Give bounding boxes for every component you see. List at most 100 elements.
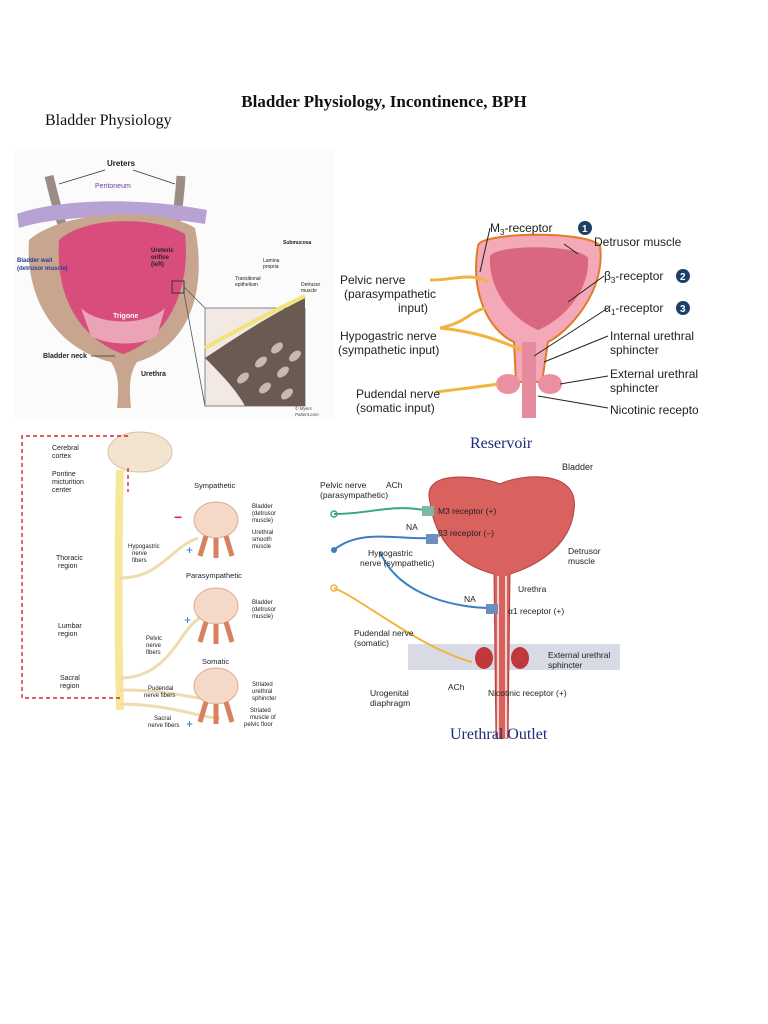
label-bladder-neck: Bladder neck [43, 353, 87, 360]
label-ureteric-1: Ureteric [151, 248, 174, 254]
label-external-sphincter-2: sphincter [610, 381, 659, 395]
label-cerebral-1: Cerebral [52, 445, 79, 452]
label-urogenital-2: diaphragm [370, 698, 410, 708]
label-urogenital-1: Urogenital [370, 688, 409, 698]
hypogastric-fibers [119, 536, 199, 580]
label-urethra: Urethra [141, 371, 166, 378]
label-bladder-1: Bladder [252, 504, 273, 510]
label-bladder-b-1: Bladder [252, 600, 273, 606]
label-ureteric-2: orifice [151, 255, 170, 261]
label-pelvic-nerve-3: input) [398, 301, 428, 315]
pudendal-nerve-line [333, 587, 473, 663]
label-pelvic-nerve-2: (parasympathetic [344, 287, 436, 301]
label-detrusor-1: Detrusor [301, 282, 321, 288]
sign-minus: − [174, 509, 182, 525]
label-somatic: Somatic [202, 657, 229, 666]
label-pelvic-2: nerve [146, 643, 162, 649]
label-transitional-1: Transitional [235, 276, 261, 282]
label-urethra: Urethra [518, 584, 547, 594]
label-pelvic-3: fibers [146, 650, 161, 656]
badge-2-text: 2 [680, 272, 686, 283]
label-pelvic-nerve-1: Pelvic nerve [320, 480, 367, 490]
label-internal-sphincter-2: sphincter [610, 343, 659, 357]
bladder-sympathetic [193, 501, 239, 558]
label-ach-bottom: ACh [448, 682, 465, 692]
label-lamina-2: propria [263, 264, 279, 270]
b3-receptor-icon [426, 534, 438, 544]
label-thoracic-2: region [58, 563, 78, 570]
outlet-bladder [428, 476, 575, 739]
caption-reservoir: Reservoir [470, 435, 533, 452]
label-hypogastric-1: Hypogastric nerve [340, 329, 437, 343]
label-trigone: Trigone [113, 313, 138, 320]
badge-2-icon [676, 269, 690, 283]
credit-1: © Myers [295, 405, 313, 411]
badge-1-text: 1 [582, 224, 588, 235]
label-detrusor-2: muscle [568, 556, 595, 566]
label-pudendal-2: (somatic input) [356, 401, 435, 415]
label-pontine-2: micturition [52, 479, 84, 486]
pudendal-fibers [119, 688, 203, 700]
label-striated-pelvic-3: pelvic floor [244, 722, 273, 728]
label-urethral-smooth-3: muscle [252, 544, 272, 550]
detrusor-layer [205, 298, 305, 406]
label-thoracic-1: Thoracic [56, 555, 83, 562]
a1-receptor-icon [486, 604, 498, 614]
label-bladder-wall: Bladder wall [17, 258, 53, 264]
label-ureters: Ureters [107, 159, 136, 168]
pelvic-fibers [119, 616, 201, 680]
label-pelvic-1: Pelvic [146, 636, 162, 642]
label-hypogastric-1: Hypogastric [368, 548, 414, 558]
label-lamina-1: Lamina [263, 258, 280, 264]
badge-1-icon [578, 221, 592, 235]
sign-plus-1: + [186, 543, 193, 557]
label-pudendal-1: Pudendal nerve [356, 387, 440, 401]
sign-plus-3: + [186, 717, 193, 731]
label-pudendal-1: Pudendal [148, 686, 173, 692]
label-parasympathetic: Parasympathetic [186, 571, 242, 580]
label-detrusor-paren: (detrusor muscle) [17, 266, 68, 272]
brain-icon [107, 431, 173, 473]
label-striated-pelvic-2: muscle of [250, 715, 276, 721]
label-ach-top: ACh [386, 480, 403, 490]
figure-urethral-outlet: Bladder ACh Pelvic nerve (parasympatheti… [320, 458, 680, 748]
muscle-bundles [237, 342, 301, 400]
label-sacral-nerve-2: nerve fibers [148, 723, 179, 729]
label-transitional-2: epithelium [235, 282, 258, 288]
label-internal-sphincter-1: Internal urethral [610, 329, 694, 343]
label-pudendal-2: nerve fibers [144, 693, 175, 699]
label-bladder-3: muscle) [252, 518, 273, 524]
label-external-sphincter-1: External urethral [610, 367, 698, 381]
page-title: Bladder Physiology, Incontinence, BPH [241, 92, 527, 111]
label-na-top: NA [406, 522, 418, 532]
label-hypogastric-2: nerve (sympathetic) [360, 558, 435, 568]
sacral-fibers [119, 702, 221, 720]
label-detrusor-muscle: Detrusor muscle [594, 235, 682, 249]
outlet-sphincter-right [511, 647, 529, 669]
label-m3: M3 receptor (+) [438, 506, 497, 516]
label-nicotinic: Nicotinic receptor (+) [488, 688, 567, 698]
label-striated-3: sphincter [252, 696, 276, 702]
spinal-cord [114, 469, 124, 711]
section-heading: Bladder Physiology [45, 112, 172, 129]
label-detrusor-2: muscle [301, 288, 317, 294]
label-bladder: Bladder [562, 462, 593, 472]
label-striated-1: Striated [252, 682, 273, 688]
sphincter-left [496, 374, 520, 394]
label-alpha1-receptor: α1-receptor [604, 301, 663, 317]
label-b3: β3 receptor (–) [438, 528, 494, 538]
label-external-2: sphincter [548, 660, 583, 670]
label-sacral-2: region [60, 683, 80, 690]
label-pelvic-nerve-1: Pelvic nerve [340, 273, 406, 287]
sign-plus-2: + [184, 613, 191, 627]
label-hypogastric-2: (sympathetic input) [338, 343, 439, 357]
label-peritoneum: Peritoneum [95, 183, 131, 190]
label-a1: α1 receptor (+) [508, 606, 564, 616]
label-external-1: External urethral [548, 650, 610, 660]
label-striated-pelvic-1: Striated [250, 708, 271, 714]
label-m3-receptor: M3-receptor [490, 221, 552, 237]
label-pelvic-nerve-2: (parasympathetic) [320, 490, 388, 500]
label-urethral-smooth-2: smooth [252, 537, 272, 543]
badge-3-icon [676, 301, 690, 315]
m3-receptor-icon [422, 506, 434, 516]
